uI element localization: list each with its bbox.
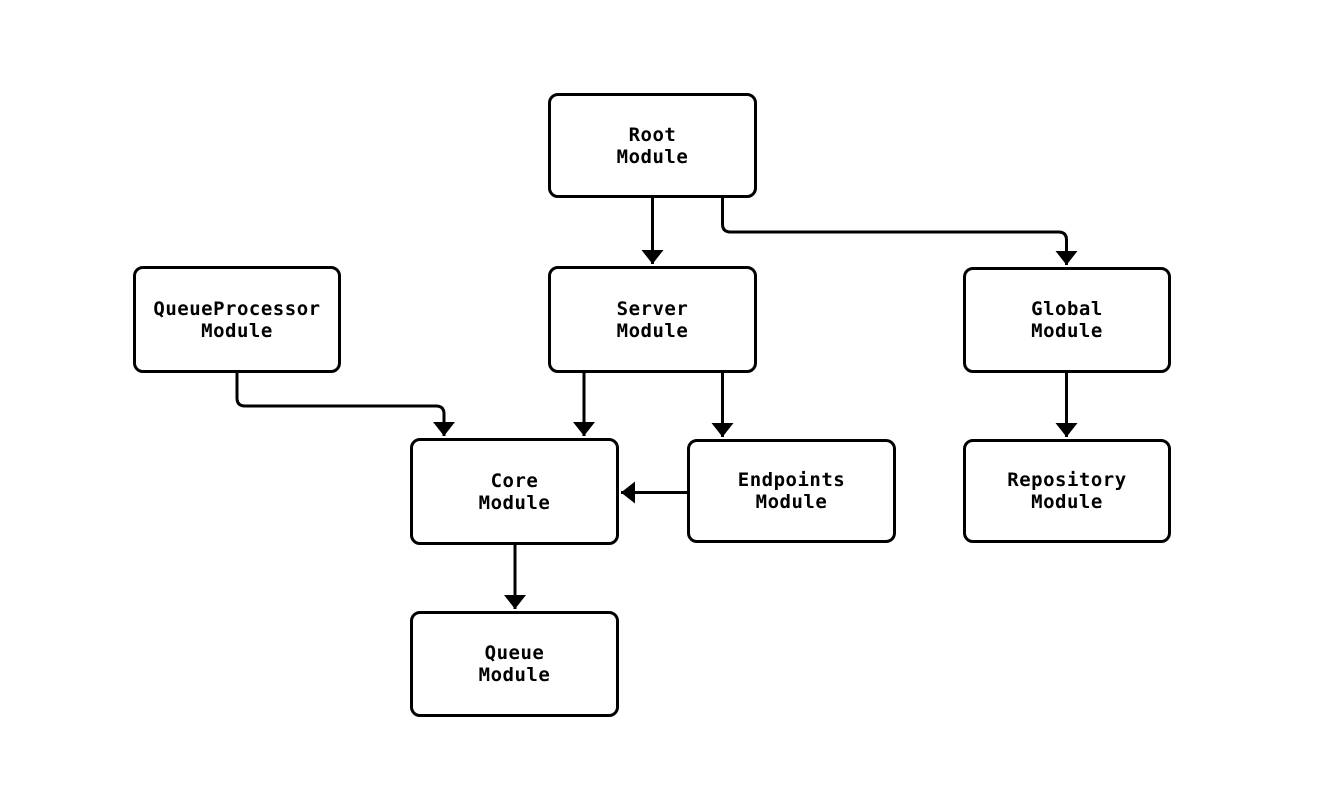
node-repository-module: Repository Module xyxy=(963,439,1171,543)
node-endpoints-module: Endpoints Module xyxy=(687,439,896,543)
node-root-module: Root Module xyxy=(548,93,757,198)
edge-queueprocessor-to-core xyxy=(235,373,455,436)
node-core-module: Core Module xyxy=(410,438,619,545)
node-queueprocessor-module: QueueProcessor Module xyxy=(133,266,341,373)
node-queue-module: Queue Module xyxy=(410,611,619,717)
node-server-module: Server Module xyxy=(548,266,757,373)
edge-root-to-global xyxy=(721,198,1078,265)
node-global-module: Global Module xyxy=(963,267,1171,373)
